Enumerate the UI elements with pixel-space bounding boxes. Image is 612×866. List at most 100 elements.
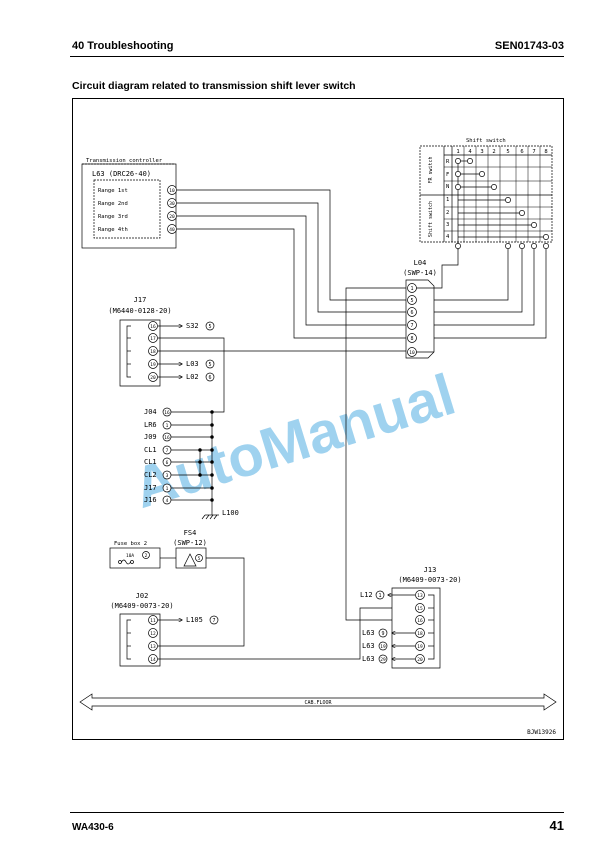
- gnd-j09-pin: 16: [164, 435, 170, 441]
- ground-icon: [201, 514, 219, 520]
- controller-pin-2: 30: [169, 201, 175, 207]
- j17-target-l02-pin: 6: [208, 375, 211, 381]
- footer-page-number: 41: [549, 818, 564, 833]
- j02-name: J02: [136, 592, 149, 600]
- connector-fs4: FS4 (SWP-12) 5: [173, 529, 207, 569]
- controller-pin-1: 10: [169, 188, 175, 194]
- l04-pin-10: 10: [409, 350, 415, 356]
- j17-pin-17: 17: [150, 336, 156, 342]
- shift-switch-table: Shift switch 1 4 3: [419, 138, 553, 250]
- gnd-lr6: LR6: [144, 421, 157, 429]
- controller-connector: L63 (DRC26-40): [92, 170, 151, 178]
- wire-l04-to-j13: [345, 287, 406, 621]
- gnd-j04-pin: 16: [164, 410, 170, 416]
- gnd-cl1b: CL1: [144, 458, 157, 466]
- controller-pin-4: 40: [169, 227, 175, 233]
- connector-j17: J17 (M6440-0128-20) 16 17 18 19 20 S32 5…: [108, 296, 215, 387]
- l04-pin-8: 8: [410, 336, 413, 342]
- ground-list: J04 LR6 J09 CL1 CL1 CL2 J17 J16 16 1 16 …: [144, 407, 239, 520]
- row-4: 4: [446, 234, 450, 240]
- page-title: Circuit diagram related to transmission …: [72, 80, 356, 92]
- gnd-j16-pin: 4: [166, 498, 169, 504]
- fusebox-fuse: 10A: [126, 553, 134, 559]
- col-3: 3: [480, 149, 483, 155]
- gnd-j17: J17: [144, 484, 157, 492]
- j02-pin-11: 11: [150, 618, 156, 624]
- l04-pin-6: 6: [410, 310, 413, 316]
- ground-label: L100: [222, 509, 239, 517]
- j13-target-l63b-pin: 19: [380, 644, 386, 650]
- j17-target-l02: L02: [186, 373, 199, 381]
- j13-target-l63c: L63: [362, 655, 375, 663]
- j17-type: (M6440-0128-20): [108, 307, 171, 315]
- connector-j02: J02 (M6409-0073-20) 11 12 13 14 L105 7: [110, 592, 219, 667]
- controller-title: Transmission controller: [86, 158, 163, 164]
- gnd-cl1a-pin: 7: [166, 448, 169, 454]
- footer-model: WA430-6: [72, 822, 114, 833]
- j17-target-s32-pin: 5: [208, 324, 211, 330]
- j02-pin-14: 14: [150, 657, 156, 663]
- gnd-j17-pin: 1: [166, 486, 169, 492]
- j13-pin-19: 19: [417, 644, 423, 650]
- wire-j17-to-ground: [158, 337, 225, 413]
- controller-pin-3: 20: [169, 214, 175, 220]
- gnd-cl1a: CL1: [144, 446, 157, 454]
- j13-target-l12-pin: 1: [378, 593, 381, 599]
- col-7: 7: [532, 149, 535, 155]
- j13-pin-13: 13: [417, 593, 423, 599]
- controller-row-3: Range 3rd: [98, 214, 128, 220]
- j13-pin-16: 16: [417, 618, 423, 624]
- gnd-j04: J04: [144, 408, 157, 416]
- j17-name: J17: [134, 296, 147, 304]
- col-5: 5: [506, 149, 509, 155]
- j02-pin-12: 12: [150, 631, 156, 637]
- col-6: 6: [520, 149, 523, 155]
- connector-j13: J13 (M6409-0073-20) 13 15 16 18 19 20 L1…: [360, 566, 462, 669]
- j13-target-l63a: L63: [362, 629, 375, 637]
- header-doc-code: SEN01743-03: [494, 40, 564, 52]
- fs4-name: FS4: [184, 529, 197, 537]
- j17-pin-18: 18: [150, 349, 156, 355]
- gnd-j16: J16: [144, 496, 157, 504]
- header-section-title: 40 Troubleshooting: [72, 40, 174, 52]
- j17-pin-16: 16: [150, 324, 156, 330]
- connector-l04: L04 (SWP-14) 1 5 6 7 8 10: [403, 259, 437, 359]
- col-2: 4: [468, 149, 472, 155]
- col-8: 8: [544, 149, 547, 155]
- cab-floor-arrow: CAB.FLOOR: [79, 693, 557, 711]
- j02-target-l105-pin: 7: [212, 618, 215, 624]
- row-N: N: [446, 184, 449, 190]
- l04-type: (SWP-14): [403, 269, 437, 277]
- j13-target-l12: L12: [360, 591, 373, 599]
- j13-target-l63b: L63: [362, 642, 375, 650]
- fuse-icon: [118, 559, 134, 565]
- j17-target-s32: S32: [186, 322, 199, 330]
- j13-type: (M6409-0073-20): [398, 576, 461, 584]
- gnd-cl2: CL2: [144, 471, 157, 479]
- row-3: 3: [446, 222, 449, 228]
- transmission-controller: Transmission controller L63 (DRC26-40) R…: [81, 158, 177, 249]
- gnd-lr6-pin: 1: [166, 423, 169, 429]
- gnd-cl1b-pin: 6: [166, 460, 169, 466]
- row-F: F: [446, 172, 449, 178]
- controller-row-2: Range 2nd: [98, 201, 128, 207]
- j13-pin-20: 20: [417, 657, 423, 663]
- j02-pin-13: 13: [150, 644, 156, 650]
- row-2: 2: [446, 210, 449, 216]
- fuse-box-2: Fuse box 2 10A 2: [109, 541, 161, 569]
- j13-target-l63a-pin: 9: [381, 631, 384, 637]
- col-1: 1: [456, 149, 459, 155]
- col-4: 2: [492, 149, 495, 155]
- wire-fs4-to-j02: [158, 557, 245, 647]
- controller-row-1: Range 1st: [98, 188, 128, 194]
- header-rule: [70, 56, 564, 57]
- row-R: R: [446, 159, 450, 165]
- shift-switch-title: Shift switch: [466, 138, 506, 144]
- fusebox-pin: 2: [145, 553, 148, 559]
- cab-floor-label: CAB.FLOOR: [304, 700, 332, 706]
- fs4-type: (SWP-12): [173, 539, 207, 547]
- wire-j02-to-j13: [158, 607, 392, 660]
- j17-target-l03: L03: [186, 360, 199, 368]
- j17-pin-20: 20: [150, 375, 156, 381]
